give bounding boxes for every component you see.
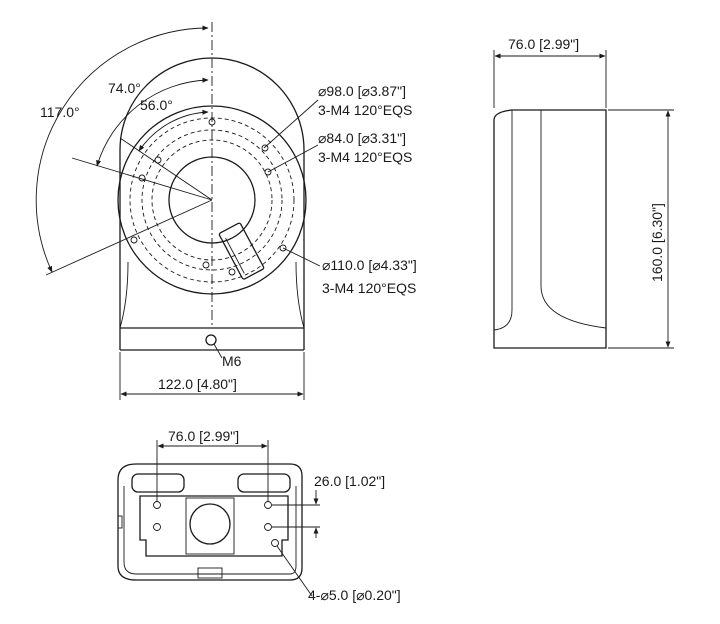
dia-110-label: ⌀110.0 [⌀4.33"] <box>322 257 417 273</box>
leader-84 <box>267 144 319 173</box>
bottom-tab <box>197 567 223 579</box>
angle-117-label: 117.0° <box>40 104 80 120</box>
pcd-84-circle <box>151 139 273 261</box>
plate-center-rect <box>185 497 235 555</box>
spacing-label: 76.0 [2.99"] <box>168 428 239 444</box>
holes-110-label: 3-M4 120°EQS <box>322 280 416 296</box>
mounting-holes <box>130 118 287 276</box>
angle-ray-56 <box>119 137 213 201</box>
dia-84-label: ⌀84.0 [⌀3.31"] <box>318 130 406 146</box>
holes-98-label: 3-M4 120°EQS <box>318 102 412 118</box>
width-label: 122.0 [4.80"] <box>158 376 237 392</box>
side-front-edge <box>493 110 513 331</box>
side-curve <box>540 110 607 329</box>
side-view: 76.0 [2.99"] 160.0 [6.30"] <box>493 36 674 349</box>
angle-74-label: 74.0° <box>108 80 141 96</box>
side-outline <box>493 109 607 349</box>
mounting-plate <box>139 495 289 557</box>
leader-hole <box>276 545 313 597</box>
bottom-outline <box>117 463 303 581</box>
height-label: 160.0 [6.30"] <box>649 203 665 282</box>
angle-56-label: 56.0° <box>140 97 173 113</box>
front-view: 117.0° 74.0° 56.0° ⌀98.0 [⌀3.87"] 3-M4 1… <box>35 22 417 400</box>
right-flare <box>295 261 305 329</box>
arc-117 <box>35 25 209 273</box>
dia-98-label: ⌀98.0 [⌀3.87"] <box>318 83 406 99</box>
hole-label: 4-⌀5.0 [⌀0.20"] <box>308 587 401 603</box>
pcd-110-circle <box>129 117 295 283</box>
slot-left <box>131 473 185 493</box>
leader-m6 <box>213 343 223 359</box>
bottom-inner-edge <box>123 486 297 575</box>
plate-holes <box>153 501 279 547</box>
vspacing-label: 26.0 [1.02"] <box>314 473 385 489</box>
m6-label: M6 <box>222 353 242 369</box>
m6-screw-hole <box>205 334 217 346</box>
cable-slot <box>218 222 265 280</box>
bottom-view: 76.0 [2.99"] 26.0 [1.02"] 4-⌀5.0 [⌀0.20"… <box>117 428 401 603</box>
arc-56 <box>138 109 209 152</box>
leader-110 <box>282 247 321 267</box>
arc-74 <box>96 77 209 167</box>
holes-84-label: 3-M4 120°EQS <box>318 149 412 165</box>
slot-right <box>237 473 291 493</box>
plate-center-hole <box>189 503 231 545</box>
angle-ray-117 <box>45 199 213 276</box>
depth-label: 76.0 [2.99"] <box>508 36 579 52</box>
side-clip <box>117 515 123 529</box>
left-flare <box>119 261 129 329</box>
leader-98 <box>263 99 319 149</box>
